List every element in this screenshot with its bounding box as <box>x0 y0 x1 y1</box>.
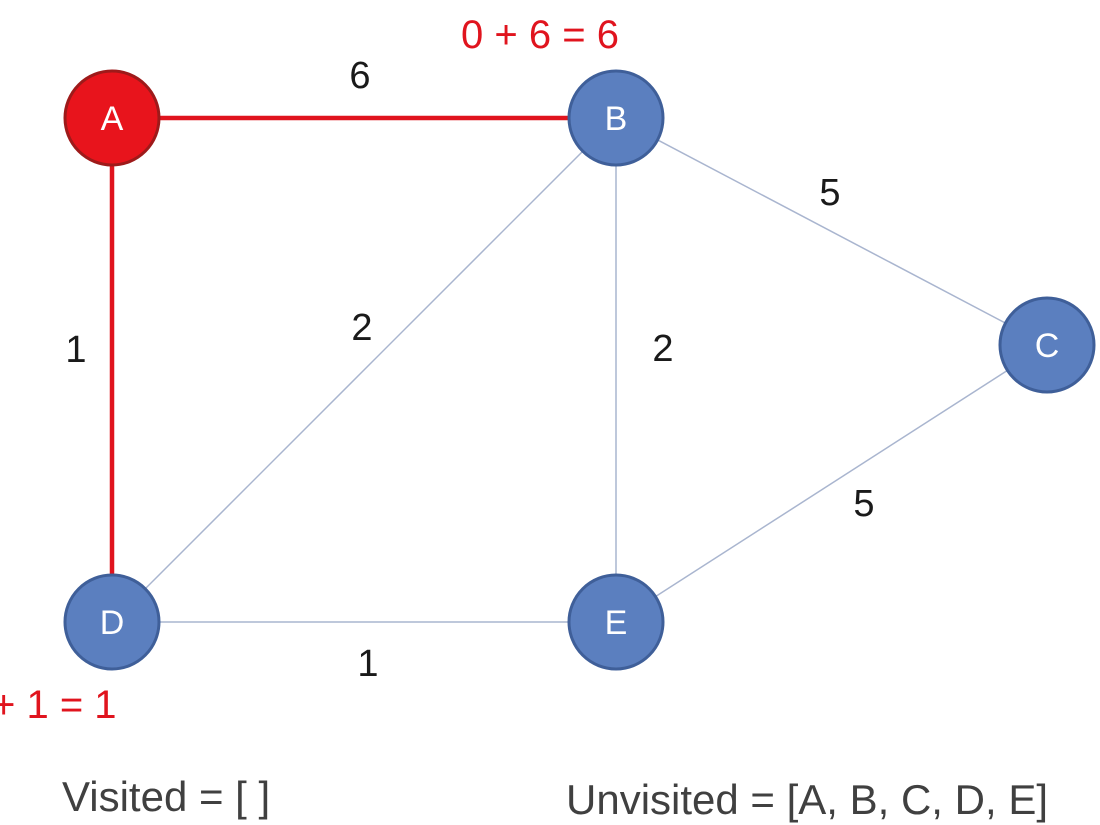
edge-b-d <box>111 117 617 623</box>
node-e-label: E <box>605 604 628 642</box>
edge-weight-a-b: 6 <box>349 55 370 97</box>
node-b: B <box>567 69 665 167</box>
node-a-label: A <box>101 100 124 138</box>
edge-weight-b-c: 5 <box>819 172 840 214</box>
unvisited-list: Unvisited = [A, B, C, D, E] <box>566 776 1048 823</box>
node-e-circle <box>567 573 665 671</box>
edge-weight-b-e: 2 <box>652 328 673 370</box>
edge-weight-c-e: 5 <box>853 483 874 525</box>
node-b-label: B <box>605 100 628 138</box>
node-a-circle <box>63 69 161 167</box>
node-d-circle <box>63 573 161 671</box>
distance-calc-d: + 1 = 1 <box>0 683 117 727</box>
node-c-circle <box>998 296 1096 394</box>
node-d-label: D <box>100 604 125 642</box>
edge-weight-b-d: 2 <box>351 307 372 349</box>
edge-b-c <box>615 117 1048 346</box>
edge-c-e <box>615 344 1048 623</box>
edge-weight-d-e: 1 <box>357 643 378 685</box>
distance-calc-b: 0 + 6 = 6 <box>461 13 619 57</box>
node-b-circle <box>567 69 665 167</box>
node-a: A <box>63 69 161 167</box>
visited-list: Visited = [ ] <box>62 773 270 820</box>
node-c: C <box>998 296 1096 394</box>
edges-layer <box>109 115 1048 623</box>
nodes-layer: A B C D E <box>63 69 1096 671</box>
weights-layer: 6 1 2 2 5 5 1 <box>65 55 874 685</box>
edge-weight-a-d: 1 <box>65 329 86 371</box>
node-c-label: C <box>1035 327 1060 365</box>
node-d: D <box>63 573 161 671</box>
node-e: E <box>567 573 665 671</box>
